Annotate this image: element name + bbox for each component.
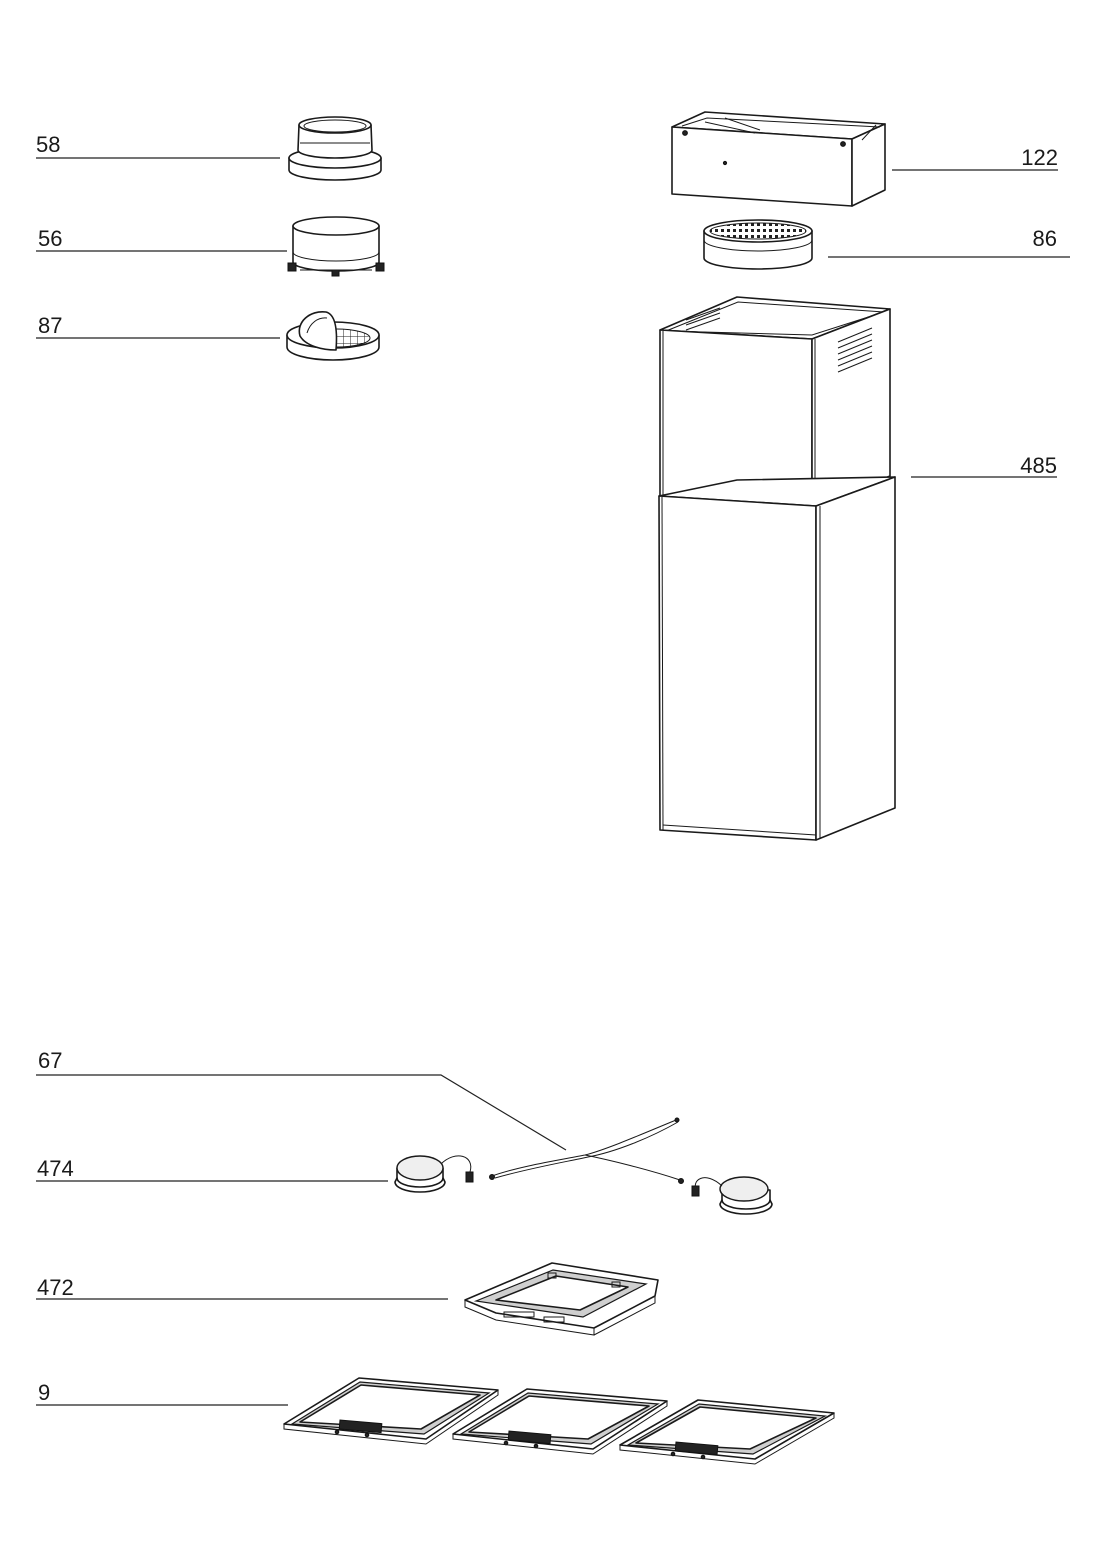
grease-filter-9-middle	[452, 1388, 668, 1455]
svg-text:87: 87	[38, 313, 62, 338]
label-9: 9	[36, 1380, 288, 1406]
svg-text:485: 485	[1020, 453, 1057, 478]
grease-filter-9-left	[283, 1377, 499, 1445]
svg-text:122: 122	[1021, 145, 1058, 170]
duct-adapter-58	[288, 116, 382, 181]
svg-text:474: 474	[37, 1156, 74, 1181]
lamp-474-left	[394, 1155, 474, 1193]
label-58: 58	[36, 132, 280, 159]
backdraft-damper-87	[286, 311, 380, 361]
label-485: 485	[911, 453, 1057, 478]
chimney-485	[658, 296, 896, 841]
label-86: 86	[828, 226, 1070, 258]
label-56: 56	[36, 226, 287, 252]
carbon-filter-86	[703, 219, 813, 270]
svg-text:86: 86	[1033, 226, 1057, 251]
wiring-harness-67	[489, 1117, 684, 1184]
svg-text:9: 9	[38, 1380, 50, 1405]
support-bracket-122	[671, 111, 886, 207]
label-122: 122	[892, 145, 1058, 171]
svg-text:472: 472	[37, 1275, 74, 1300]
frame-472	[464, 1262, 659, 1336]
label-472: 472	[36, 1275, 448, 1300]
svg-text:67: 67	[38, 1048, 62, 1073]
lamp-474-right	[691, 1176, 773, 1215]
svg-text:58: 58	[36, 132, 60, 157]
connector-collar-56	[287, 216, 385, 277]
svg-text:56: 56	[38, 226, 62, 251]
grease-filter-9-right	[619, 1399, 835, 1465]
label-87: 87	[36, 313, 280, 339]
label-67: 67	[36, 1048, 567, 1151]
label-474: 474	[36, 1156, 388, 1182]
